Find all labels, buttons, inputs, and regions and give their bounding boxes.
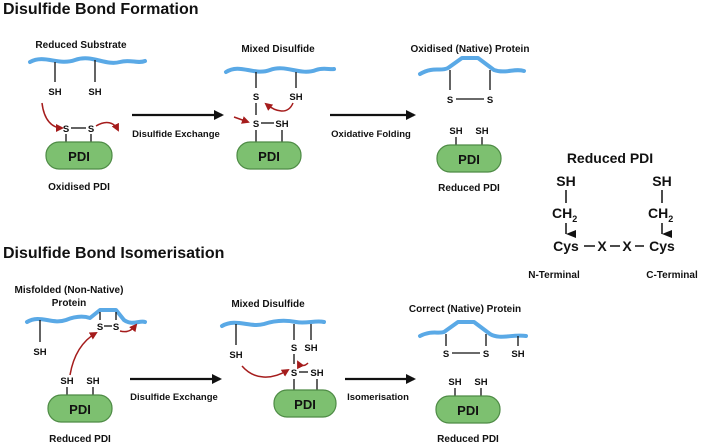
- pdi-label: PDI: [258, 149, 280, 164]
- cysteine-residue: Cys: [649, 238, 675, 254]
- sulfur-atom: S: [443, 349, 449, 360]
- thiol-group: SH: [289, 92, 302, 103]
- cysteine-residue: Cys: [553, 238, 579, 254]
- residue-x: X: [597, 238, 607, 254]
- sulfur-atom: S: [88, 124, 94, 135]
- formation-heading: Disulfide Bond Formation: [3, 1, 199, 18]
- sulfur-atom: S: [97, 322, 103, 333]
- electron-arrow: [69, 331, 98, 376]
- thiol-group: SH: [33, 347, 46, 358]
- sulfur-atom: S: [291, 368, 297, 379]
- electron-arrow: [264, 102, 294, 112]
- sulfur-atom: S: [447, 95, 453, 106]
- thiol-group: SH: [511, 349, 524, 360]
- thiol-group: SH: [229, 350, 242, 361]
- thiol-group: SH: [48, 87, 61, 98]
- thiol-group: SH: [86, 376, 99, 387]
- n-terminal-label: N-Terminal: [528, 270, 580, 281]
- sulfur-atom: S: [253, 92, 259, 103]
- sulfur-atom: S: [63, 124, 69, 135]
- pdi-label: PDI: [294, 397, 316, 412]
- thiol-group: SH: [474, 377, 487, 388]
- mixed-disulfide-label: Mixed Disulfide: [231, 299, 305, 310]
- pdi-label: PDI: [68, 149, 90, 164]
- isomerisation-heading: Disulfide Bond Isomerisation: [3, 245, 224, 262]
- sulfur-atom: S: [113, 322, 119, 333]
- thiol-group: SH: [275, 119, 288, 130]
- residue-x: X: [622, 238, 632, 254]
- reduced-pdi-label: Reduced PDI: [49, 434, 111, 445]
- sulfur-atom: S: [483, 349, 489, 360]
- pdi-label: PDI: [69, 402, 91, 417]
- thiol-group: SH: [60, 376, 73, 387]
- native-protein-label: Oxidised (Native) Protein: [411, 44, 530, 55]
- correct-protein-label: Correct (Native) Protein: [409, 304, 521, 315]
- isomerisation-step-label: Isomerisation: [347, 392, 409, 403]
- thiol-group: SH: [556, 173, 575, 189]
- thiol-group: SH: [304, 343, 317, 354]
- protein-chain: [418, 320, 528, 339]
- electron-arrow: [95, 121, 119, 132]
- pdi-enzyme: [47, 394, 113, 423]
- protein-chain: [220, 318, 326, 328]
- sulfur-atom: S: [291, 343, 297, 354]
- thiol-group: SH: [448, 377, 461, 388]
- pdi-label: PDI: [457, 403, 479, 418]
- protein-chain: [25, 308, 147, 325]
- oxidised-pdi-label: Oxidised PDI: [48, 182, 110, 193]
- sulfur-atom: S: [253, 119, 259, 130]
- methylene-group: CH2: [648, 205, 673, 224]
- thiol-group: SH: [88, 87, 101, 98]
- thiol-group: SH: [310, 368, 323, 379]
- c-terminal-label: C-Terminal: [646, 270, 698, 281]
- disulfide-exchange-label: Disulfide Exchange: [132, 129, 220, 140]
- misfolded-protein-label: Misfolded (Non-Native): [15, 285, 124, 296]
- reduced-pdi-label: Reduced PDI: [438, 183, 500, 194]
- pdi-label: PDI: [458, 152, 480, 167]
- thiol-group: SH: [475, 126, 488, 137]
- pdi-enzyme: [435, 395, 501, 424]
- pdi-enzyme: [273, 389, 337, 418]
- pdi-enzyme: [436, 144, 502, 173]
- oxidative-folding-label: Oxidative Folding: [331, 129, 411, 140]
- pdi-enzyme: [45, 141, 113, 170]
- protein-chain: [418, 56, 526, 76]
- electron-arrow: [233, 116, 250, 124]
- protein-chain: [28, 56, 147, 65]
- electron-arrow: [241, 365, 290, 378]
- misfolded-protein-label: Protein: [52, 298, 86, 309]
- methylene-group: CH2: [552, 205, 577, 224]
- electron-arrow: [41, 102, 64, 132]
- disulfide-exchange-label: Disulfide Exchange: [130, 392, 218, 403]
- electron-arrow: [297, 360, 309, 370]
- thiol-group: SH: [449, 126, 462, 137]
- electron-arrow: [119, 323, 138, 333]
- thiol-group: SH: [652, 173, 671, 189]
- pdi-enzyme: [236, 141, 302, 170]
- reduced-pdi-label: Reduced PDI: [437, 434, 499, 445]
- protein-chain: [224, 66, 336, 74]
- sulfur-atom: S: [487, 95, 493, 106]
- mixed-disulfide-label: Mixed Disulfide: [241, 44, 315, 55]
- reduced-substrate-label: Reduced Substrate: [35, 40, 127, 51]
- reduced-pdi-structure-title: Reduced PDI: [567, 150, 653, 166]
